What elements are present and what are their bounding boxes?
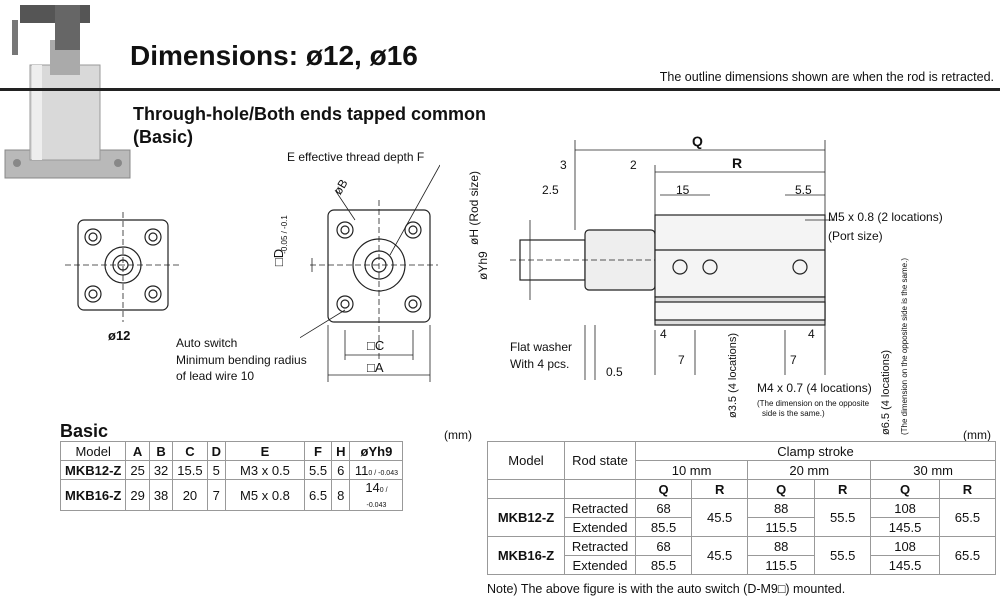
table-row: MKB12-Z Retracted 68 45.5 88 55.5 108 65… [487, 498, 997, 537]
basic-table-caption: Basic [60, 421, 109, 441]
col-d: D [206, 441, 226, 461]
dim-4a: 4 [660, 327, 667, 341]
table-row: MKB16-Z 29 38 20 7 M5 x 0.8 6.5 8 140 / … [59, 479, 404, 511]
auto-switch-label: Auto switch [176, 336, 238, 350]
phi6-5-label: ø6.5 (4 locations) [880, 350, 892, 435]
retracted-note: The outline dimensions shown are when th… [659, 70, 994, 84]
phi-h-label: øH (Rod size) [467, 170, 481, 245]
dim-7a: 7 [678, 353, 685, 367]
h-r: R [938, 479, 997, 499]
subtitle-line1: Through-hole/Both ends tapped common [133, 104, 486, 124]
auto-switch-note: Note) The above figure is with the auto … [487, 582, 846, 596]
dim-0-5: 0.5 [606, 365, 623, 379]
a-dim-label: □A [367, 360, 384, 375]
q-label: Q [692, 133, 703, 149]
h-rod-state: Rod state [564, 441, 636, 480]
center-view-drawing [300, 164, 440, 382]
h-q: Q [870, 479, 940, 499]
table-row: Extended 85.5 115.5 145.5 [488, 555, 996, 575]
dim-5-5: 5.5 [795, 183, 812, 197]
table-row: MKB16-Z Retracted 68 45.5 88 55.5 108 65… [487, 536, 997, 575]
h-r: R [691, 479, 749, 499]
side-view-drawing [510, 140, 835, 380]
phi-yh9-label: øYh9 [476, 251, 490, 280]
d-tolerance: -0.05 / -0.1 [279, 215, 289, 254]
stroke-table-unit: (mm) [963, 428, 991, 442]
basic-table-header-row: Model A B C D E F H øYh9 [59, 441, 404, 461]
m4-label: M4 x 0.7 (4 locations) [757, 381, 872, 395]
col-yh9: øYh9 [349, 441, 404, 461]
phi12-label: ø12 [108, 328, 131, 343]
m4-note-line1: (The dimension on the opposite [757, 399, 870, 408]
r-label: R [732, 155, 743, 171]
basic-table-unit: (mm) [444, 428, 472, 442]
col-c: C [172, 441, 208, 461]
port-size-label: (Port size) [828, 229, 883, 243]
h-stroke-10: 10 mm [634, 460, 749, 480]
flat-washer-label: Flat washer [510, 340, 573, 354]
h-model: Model [487, 441, 565, 480]
col-b: B [148, 441, 174, 461]
col-model: Model [59, 441, 127, 461]
clamp-stroke-table: Model Rod state Clamp stroke 10 mm 20 mm… [487, 441, 997, 575]
dim-2-5: 2.5 [542, 183, 559, 197]
page-title: Dimensions: ø12, ø16 [130, 40, 418, 72]
col-h: H [331, 441, 351, 461]
dim-3: 3 [560, 158, 567, 172]
title-rule [0, 88, 1000, 91]
h-clamp-stroke: Clamp stroke [635, 441, 996, 461]
col-a: A [125, 441, 150, 461]
m4-note-line2: side is the same.) [762, 409, 825, 418]
section-subtitle: Through-hole/Both ends tapped common (Ba… [133, 103, 486, 149]
e-thread-label: E effective thread depth F [287, 150, 425, 164]
h-q: Q [747, 479, 816, 499]
title-sizes: ø12, ø16 [305, 40, 418, 71]
col-f: F [303, 441, 333, 461]
bend-radius-line1: Minimum bending radius [176, 353, 307, 367]
dim-15: 15 [676, 183, 690, 197]
h-stroke-30: 30 mm [870, 460, 996, 480]
phi3-5-label: ø3.5 (4 locations) [727, 333, 739, 418]
phi6-5-note: (The dimension on the opposite side is t… [900, 258, 909, 435]
subtitle-line2: (Basic) [133, 127, 194, 147]
dim-4b: 4 [808, 327, 815, 341]
h-stroke-20: 20 mm [747, 460, 872, 480]
table-row: MKB12-Z 25 32 15.5 5 M3 x 0.5 5.5 6 110 … [59, 460, 404, 480]
m5-port-label: M5 x 0.8 (2 locations) [828, 210, 943, 224]
product-photo [4, 5, 131, 179]
with4-label: With 4 pcs. [510, 357, 570, 371]
front-view-drawing [65, 212, 180, 322]
bend-radius-line2: of lead wire 10 [176, 369, 255, 383]
h-r: R [814, 479, 872, 499]
dim-2: 2 [630, 158, 637, 172]
c-dim-label: □C [367, 338, 385, 353]
col-e: E [224, 441, 305, 461]
title-prefix: Dimensions: [130, 40, 306, 71]
dim-7b: 7 [790, 353, 797, 367]
basic-dimension-table: Model A B C D E F H øYh9 MKB12-Z 25 32 1… [59, 441, 404, 511]
h-q: Q [634, 479, 693, 499]
